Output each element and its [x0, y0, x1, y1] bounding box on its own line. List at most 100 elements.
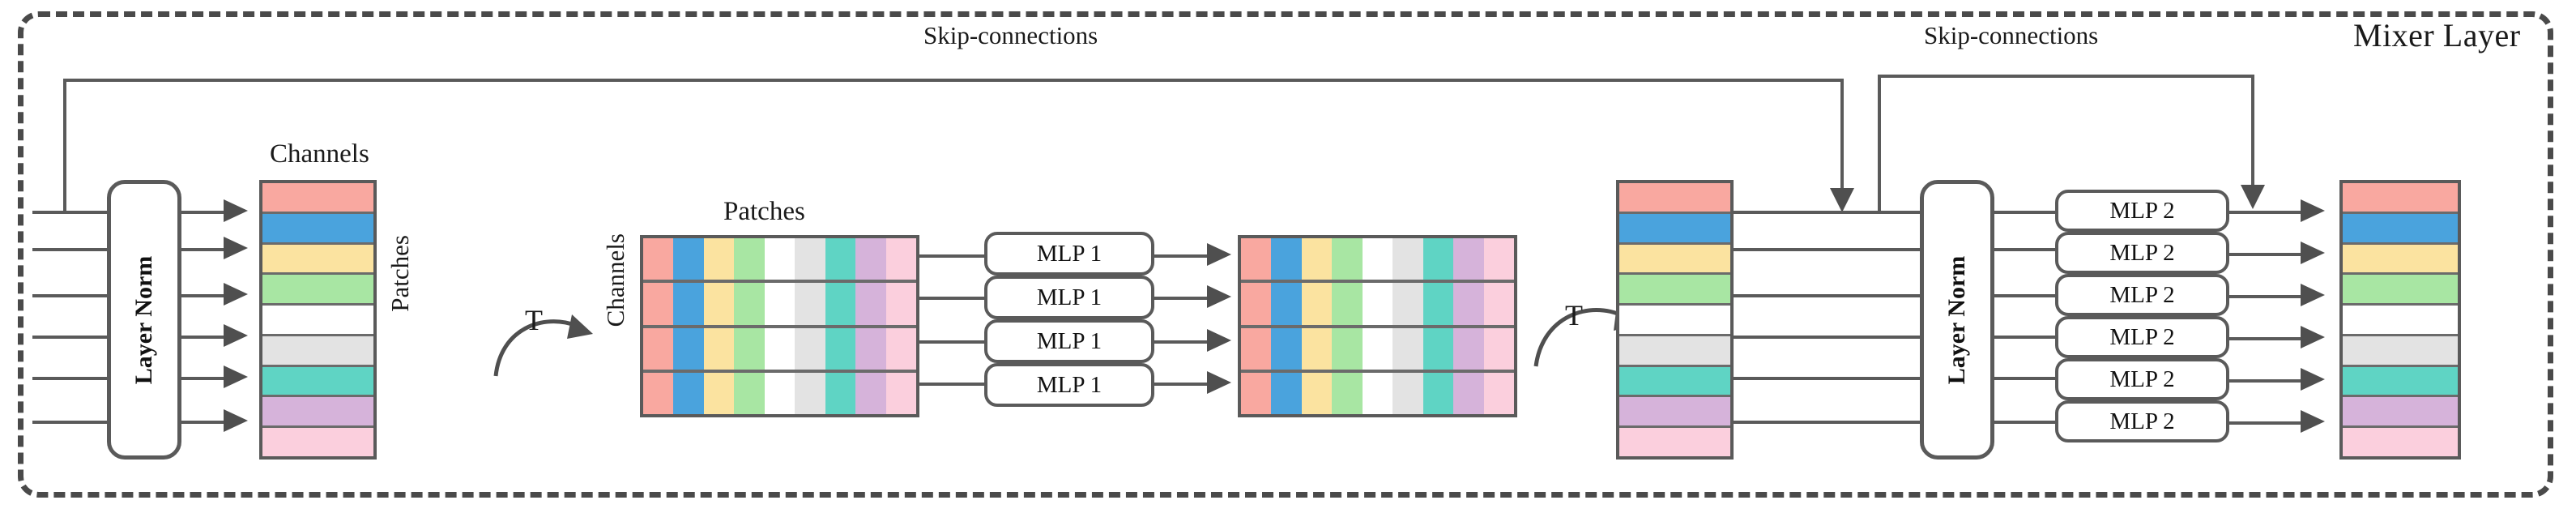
grid-c-row-3	[1241, 327, 1514, 373]
grid-b-row-4	[643, 372, 916, 414]
grid-c-cell-2-9	[1483, 283, 1514, 325]
grid-c-cell-3-3	[1301, 327, 1333, 370]
grid-b-cell-2-2	[673, 283, 704, 325]
layer-norm-1-label: Layer Norm	[130, 255, 157, 384]
mlp2-box-5[interactable]: MLP 2	[2055, 358, 2229, 400]
stack-a-row-7	[262, 366, 373, 398]
mlp2-box-4[interactable]: MLP 2	[2055, 316, 2229, 358]
grid-b-cell-4-5	[765, 373, 795, 414]
grid-b-cell-3-4	[734, 327, 765, 370]
grid-c-cell-2-4	[1332, 283, 1363, 325]
gridb-to-mlp1-line-3	[919, 340, 984, 344]
mlp1-out-line-1	[1154, 254, 1219, 258]
ln2-out-line-2	[1994, 248, 2055, 251]
stack-d-row-7	[1619, 366, 1730, 398]
mlp2-out-arrow-2	[2301, 242, 2325, 264]
grid-c-cell-4-4	[1332, 372, 1363, 414]
grid-b-cell-4-2	[673, 372, 704, 414]
grid-c-cell-3-6	[1392, 327, 1423, 370]
ln2-out-line-1	[1994, 211, 2055, 214]
grid-c-cell-3-2	[1271, 327, 1302, 370]
stack-e-row-2	[2343, 213, 2458, 245]
input-line-5	[32, 377, 122, 380]
stackd-to-ln2-line-6	[1734, 421, 1920, 424]
grid-b-cell-2-5	[765, 283, 795, 324]
grid-c-cell-2-1	[1241, 283, 1272, 325]
grid-b-cell-4-7	[825, 372, 856, 414]
grid-c-row-2	[1241, 283, 1514, 328]
mlp2-out-arrow-6	[2301, 410, 2325, 433]
stack-e-row-1	[2343, 183, 2458, 214]
grid-c-cell-1-4	[1332, 238, 1363, 280]
skip1-top-rail	[63, 79, 1844, 82]
skip-connections-label-right: Skip-connections	[1924, 21, 2099, 49]
grid-b-cell-3-6	[795, 327, 825, 370]
mlp2-out-arrow-1	[2301, 199, 2325, 222]
ln2-out-line-5	[1994, 377, 2055, 380]
grid-b-cell-3-7	[825, 327, 856, 370]
channels-label-stack-a: Channels	[270, 139, 369, 169]
grid-b-cell-1-2	[673, 238, 704, 280]
layer-norm-1[interactable]: Layer Norm	[107, 180, 181, 460]
mlp1-box-1[interactable]: MLP 1	[984, 232, 1154, 276]
grid-c-cell-1-9	[1483, 238, 1514, 280]
grid-b-cell-3-2	[673, 327, 704, 370]
input-line-2	[32, 248, 122, 251]
grid-b-cell-1-1	[643, 238, 674, 280]
grid-c-cell-4-3	[1301, 372, 1333, 414]
mlp1-out-line-2	[1154, 297, 1219, 300]
stack-d-row-1	[1619, 183, 1730, 214]
grid-b-cell-1-9	[885, 238, 916, 280]
gridb-to-mlp1-line-2	[919, 297, 984, 300]
stack-a-row-9	[262, 428, 373, 457]
mlp1-out-arrow-4	[1207, 371, 1231, 394]
grid-c-cell-1-8	[1453, 238, 1484, 280]
mlp1-box-3[interactable]: MLP 1	[984, 319, 1154, 363]
mlp2-box-6[interactable]: MLP 2	[2055, 400, 2229, 442]
ln1-out-line-1	[181, 211, 238, 214]
patches-label-grid-b: Patches	[723, 197, 805, 226]
grid-b-cell-1-8	[855, 238, 886, 280]
stack-d-row-4	[1619, 275, 1730, 306]
grid-b-cell-1-3	[703, 238, 735, 280]
grid-b-cell-2-8	[855, 283, 886, 325]
mlp2-box-1[interactable]: MLP 2	[2055, 190, 2229, 232]
grid-c-cell-1-1	[1241, 238, 1272, 280]
stack-d-row-2	[1619, 213, 1730, 245]
mlp1-box-4[interactable]: MLP 1	[984, 363, 1154, 407]
skip2-arrowhead	[2241, 185, 2265, 209]
mlp2-box-3[interactable]: MLP 2	[2055, 274, 2229, 316]
layer-norm-2-label: Layer Norm	[1943, 255, 1970, 384]
mlp2-out-line-2	[2229, 253, 2317, 256]
ln1-out-arrow-4	[224, 324, 248, 347]
grid-b-cell-4-9	[885, 372, 916, 414]
stack-d-row-5	[1619, 306, 1730, 336]
ln2-out-line-4	[1994, 336, 2055, 339]
grid-b-cell-2-3	[703, 283, 735, 325]
grid-c-cell-4-7	[1422, 372, 1454, 414]
grid-c-row-1	[1241, 238, 1514, 284]
grid-c-cell-2-7	[1422, 283, 1454, 325]
mlp1-out-arrow-3	[1207, 329, 1231, 352]
mlp1-box-2[interactable]: MLP 1	[984, 276, 1154, 319]
layer-norm-2[interactable]: Layer Norm	[1920, 180, 1994, 460]
mlp2-box-2[interactable]: MLP 2	[2055, 232, 2229, 274]
ln2-out-line-3	[1994, 294, 2055, 297]
grid-c-cell-4-8	[1453, 372, 1484, 414]
mlp2-out-arrow-3	[2301, 284, 2325, 306]
input-line-1	[32, 211, 122, 214]
ln1-out-line-6	[181, 421, 238, 424]
mixer-layer-boundary	[18, 11, 2553, 498]
stack-a-row-6	[262, 336, 373, 367]
grid-b-cell-4-6	[795, 372, 825, 414]
grid-b-cell-2-6	[795, 283, 825, 325]
skip2-riser	[1878, 75, 1881, 211]
ln1-out-line-3	[181, 294, 238, 297]
grid-c-cell-1-5	[1363, 238, 1392, 280]
gridb-to-mlp1-line-4	[919, 383, 984, 386]
grid-c-patches	[1238, 235, 1517, 417]
grid-b-cell-3-9	[885, 327, 916, 370]
transpose-symbol-2: T	[1565, 299, 1583, 331]
stack-e-row-4	[2343, 275, 2458, 306]
stack-a-row-2	[262, 213, 373, 245]
